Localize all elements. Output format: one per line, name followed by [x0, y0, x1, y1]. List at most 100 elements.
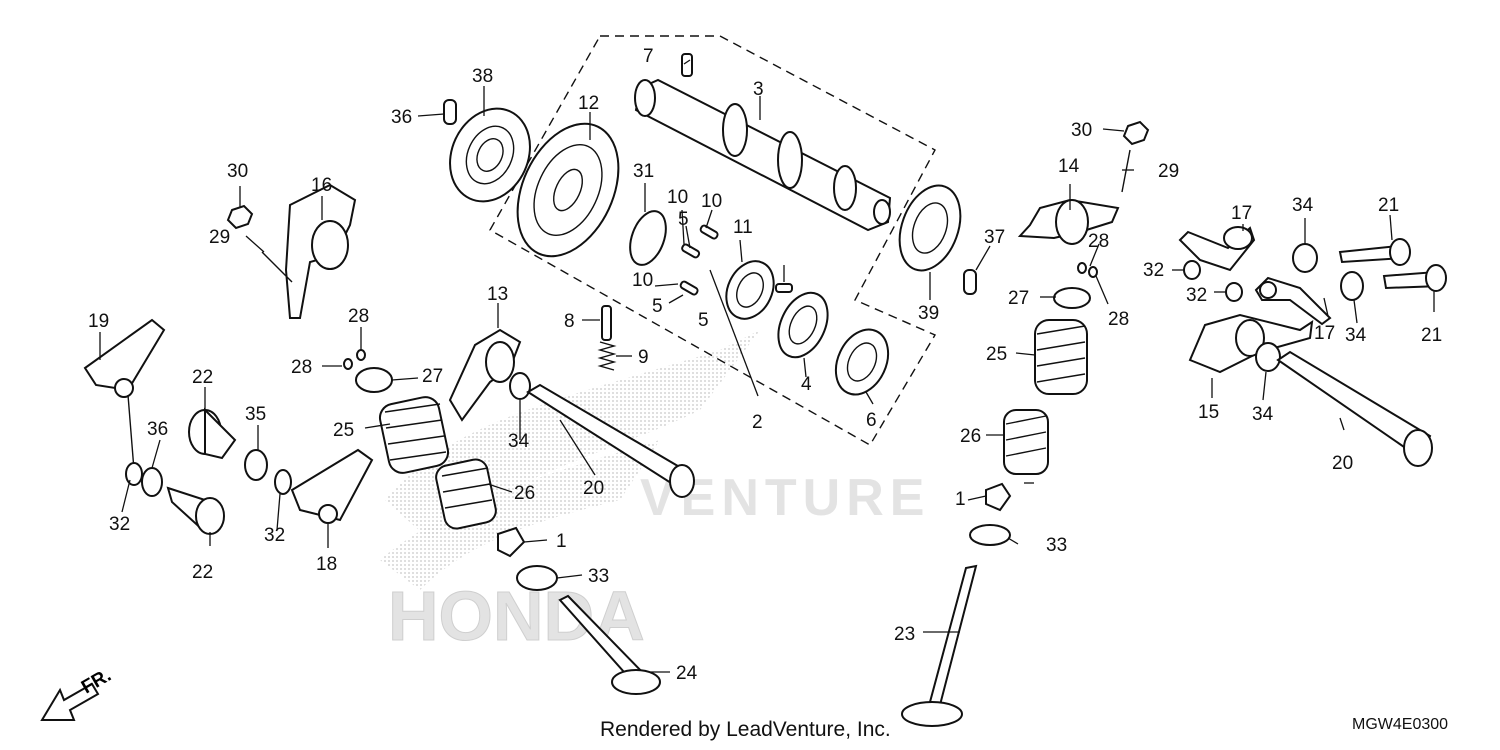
callout-20: 20 [583, 478, 604, 499]
callout-26: 26 [514, 483, 535, 504]
callout-5: 5 [678, 209, 689, 230]
callout-10: 10 [632, 270, 653, 291]
rocker-shaft-20-left [526, 383, 695, 498]
pin-39 [775, 283, 793, 293]
valve-23 [901, 564, 978, 727]
rocker-shaft-22-upper [188, 407, 237, 460]
adjust-screw-29 [261, 251, 293, 283]
spring-26-left [435, 458, 497, 530]
rocker-shaft-21-lower [1382, 264, 1447, 292]
washer-35-b [141, 467, 163, 497]
washer-32-a [125, 462, 143, 486]
callout-34: 34 [1345, 325, 1367, 346]
retainer-27-left [355, 367, 393, 393]
washer-32-b [274, 469, 292, 495]
callout-17: 17 [1231, 203, 1252, 224]
bearing-38 [898, 184, 962, 272]
callout-9: 9 [638, 347, 649, 368]
callout-6: 6 [866, 410, 877, 431]
callout-25: 25 [986, 344, 1007, 365]
callout-12: 12 [578, 93, 599, 114]
callout-28: 28 [348, 306, 369, 327]
locknut-30 [226, 204, 254, 230]
rocker-shaft-22-lower [166, 486, 225, 535]
callout-11: 11 [733, 217, 753, 238]
callout-35: 36 [147, 419, 168, 440]
diagram-code: MGW4E0300 [1352, 716, 1449, 733]
callout-numbers: 1 1 2 3 4 5 5 5 6 7 8 9 10 10 10 11 12 1… [88, 46, 1442, 684]
front-direction-indicator: FR. [40, 665, 115, 721]
callout-30: 30 [227, 161, 248, 182]
callout-1: 1 [955, 489, 966, 510]
seal-6 [834, 328, 890, 396]
callout-32: 32 [1143, 260, 1164, 281]
dowel-pin-36-right [963, 269, 977, 295]
callout-27: 27 [422, 366, 443, 387]
rocker-arm-14 [1017, 198, 1120, 245]
callout-21: 21 [1378, 195, 1399, 216]
callout-30: 30 [1071, 120, 1092, 141]
spring-9 [597, 341, 617, 371]
callout-24: 24 [676, 663, 698, 684]
callout-36: 36 [391, 107, 412, 128]
rocker-arm-13 [448, 328, 522, 422]
callout-23: 23 [894, 624, 915, 645]
callout-5: 5 [698, 310, 709, 331]
rocker-arm-19 [83, 318, 166, 471]
callout-32: 32 [264, 525, 285, 546]
callout-15: 15 [1198, 402, 1219, 423]
callout-22: 22 [192, 562, 213, 583]
camshaft [634, 78, 892, 232]
washer-35-a [244, 449, 268, 481]
callout-36: 37 [984, 227, 1005, 248]
spring-26-right [1003, 409, 1049, 475]
seal-1-left [497, 526, 526, 558]
callout-34: 34 [1292, 195, 1314, 216]
camshaft-group-boundary [489, 35, 937, 446]
washer-32-d [1225, 282, 1243, 302]
seal-31 [629, 210, 667, 266]
callout-3: 3 [753, 79, 764, 100]
rocker-shaft-21-upper [1338, 238, 1411, 266]
callout-35: 35 [245, 404, 266, 425]
callout-8: 8 [564, 311, 575, 332]
callout-13: 13 [487, 284, 508, 305]
pin-8 [601, 305, 612, 341]
callout-21: 21 [1421, 325, 1442, 346]
callout-34: 34 [1252, 404, 1274, 425]
rocker-shaft-20-right [1276, 350, 1433, 467]
callout-34: 34 [508, 431, 530, 452]
callout-4: 4 [801, 374, 812, 395]
callout-28: 28 [1088, 231, 1109, 252]
adjust-screw-29-right [1121, 149, 1131, 193]
seal-1-right [985, 482, 1012, 512]
callout-1: 1 [556, 531, 567, 552]
locknut-30-right [1122, 120, 1150, 146]
cotter-28-c [1077, 262, 1087, 274]
cotter-28-d [1088, 266, 1098, 278]
cotter-28-a [343, 358, 353, 370]
rocker-arm-18 [290, 448, 374, 524]
callout-14: 14 [1058, 156, 1080, 177]
watermark-honda-text: HONDA [388, 577, 645, 655]
leader-lines [99, 59, 1435, 673]
honda-wing-logo-lower [380, 440, 660, 590]
rocker-arm-17-a [1178, 226, 1256, 272]
callout-33: 33 [1046, 535, 1067, 556]
washer-33-left [516, 565, 558, 591]
rocker-arm-15 [1188, 313, 1314, 374]
rocker-arm-16 [284, 183, 357, 319]
callout-26: 26 [960, 426, 981, 447]
washer-34-b [1340, 271, 1364, 301]
cam-sprocket-12 [516, 122, 620, 258]
render-credit: Rendered by LeadVenture, Inc. [600, 718, 891, 741]
washer-34-left [509, 372, 531, 400]
callout-33: 33 [588, 566, 609, 587]
callout-16: 16 [311, 175, 332, 196]
callout-10: 10 [701, 191, 722, 212]
washer-34-c [1255, 342, 1281, 372]
callout-32: 32 [109, 514, 130, 535]
callout-37: 38 [472, 66, 493, 87]
dowel-pin-36 [443, 99, 457, 125]
